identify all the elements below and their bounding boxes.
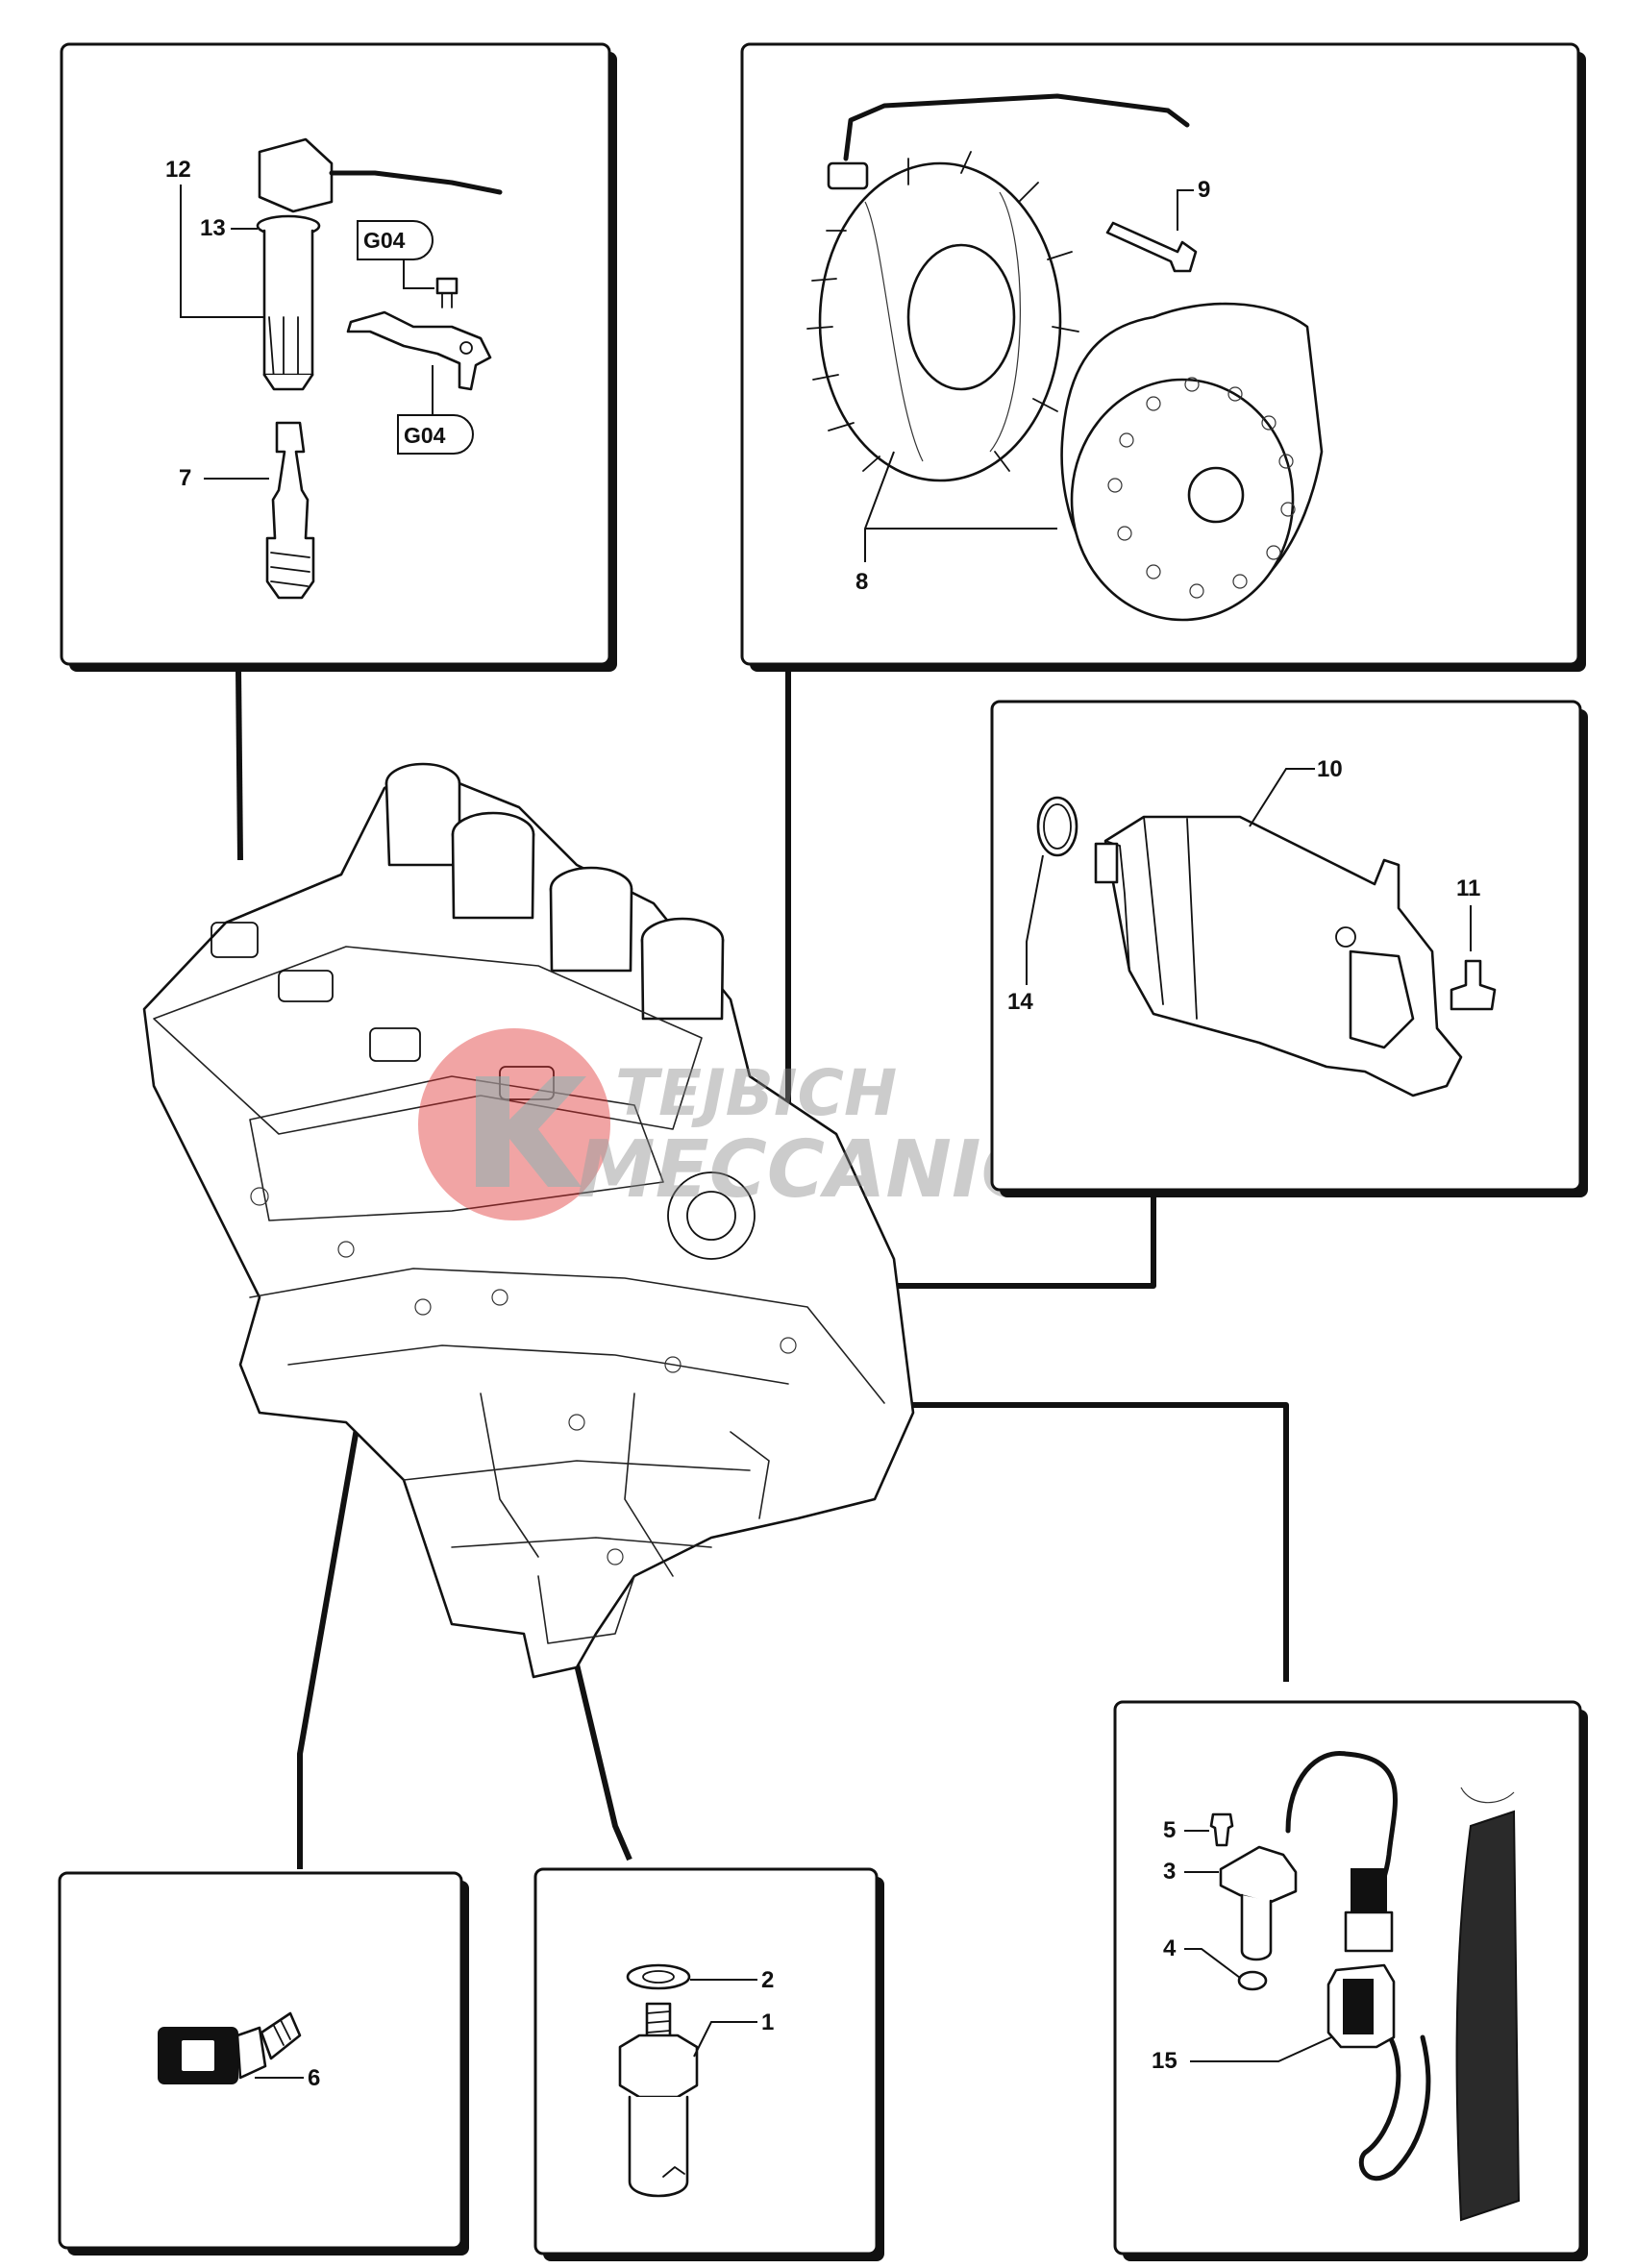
watermark-line1: TEJBICH bbox=[615, 1056, 897, 1130]
label-4: 4 bbox=[1163, 1935, 1177, 1961]
o-ring-icon bbox=[1036, 796, 1078, 857]
engine-icon bbox=[142, 762, 915, 1679]
spark-plug-icon bbox=[265, 421, 315, 600]
washer-icon bbox=[626, 1963, 691, 1990]
bolt-small-icon bbox=[1209, 1812, 1234, 1847]
oil-pressure-switch-icon bbox=[618, 2002, 699, 2198]
label-9: 9 bbox=[1198, 177, 1210, 203]
panel-oil-sensor: 2 1 bbox=[533, 1867, 884, 2261]
label-3: 3 bbox=[1163, 1859, 1176, 1885]
panel-temp-sensor: 6 bbox=[58, 1871, 469, 2256]
bolt-icon bbox=[1105, 221, 1198, 273]
panel-ignition: G04 G04 12 13 7 bbox=[60, 42, 617, 672]
harness-sleeve-icon bbox=[1455, 1787, 1521, 2222]
label-14: 14 bbox=[1007, 989, 1033, 1015]
label-1: 1 bbox=[761, 2009, 774, 2035]
g04-tag-bottom: G04 bbox=[397, 365, 474, 455]
panel-alternator: 9 8 bbox=[740, 42, 1586, 672]
pickup-sensor-icon bbox=[1219, 1845, 1298, 1961]
label-7: 7 bbox=[179, 465, 191, 491]
label-5: 5 bbox=[1163, 1817, 1176, 1843]
svg-text:G04: G04 bbox=[404, 423, 446, 448]
label-6: 6 bbox=[308, 2065, 320, 2091]
leader-lines bbox=[235, 667, 1289, 1869]
g04-tag-top: G04 bbox=[357, 220, 434, 289]
engine-assembly: TEJBICH MECCANICA bbox=[142, 762, 1100, 1679]
screw-icon bbox=[1450, 959, 1497, 1011]
svg-text:G04: G04 bbox=[363, 228, 406, 253]
stator-icon bbox=[806, 93, 1190, 482]
panel-pickup: 5 3 4 15 bbox=[1113, 1700, 1588, 2261]
temperature-sensor-icon bbox=[158, 2011, 302, 2084]
bracket-icon bbox=[346, 277, 492, 391]
connector-icon bbox=[1326, 1868, 1396, 2049]
ignition-coil-icon bbox=[256, 137, 503, 391]
o-ring-small-icon bbox=[1237, 1970, 1268, 1991]
label-11: 11 bbox=[1456, 875, 1480, 901]
label-13: 13 bbox=[200, 215, 226, 241]
label-10: 10 bbox=[1317, 756, 1343, 782]
label-12: 12 bbox=[165, 157, 191, 183]
starter-motor-icon bbox=[1094, 815, 1463, 1097]
panel-starter: 10 11 14 bbox=[990, 700, 1588, 1197]
rotor-icon bbox=[1060, 302, 1324, 622]
label-8: 8 bbox=[855, 569, 868, 595]
label-15: 15 bbox=[1152, 2048, 1177, 2074]
label-2: 2 bbox=[761, 1967, 774, 1993]
watermark-logo-mark bbox=[476, 1076, 586, 1187]
